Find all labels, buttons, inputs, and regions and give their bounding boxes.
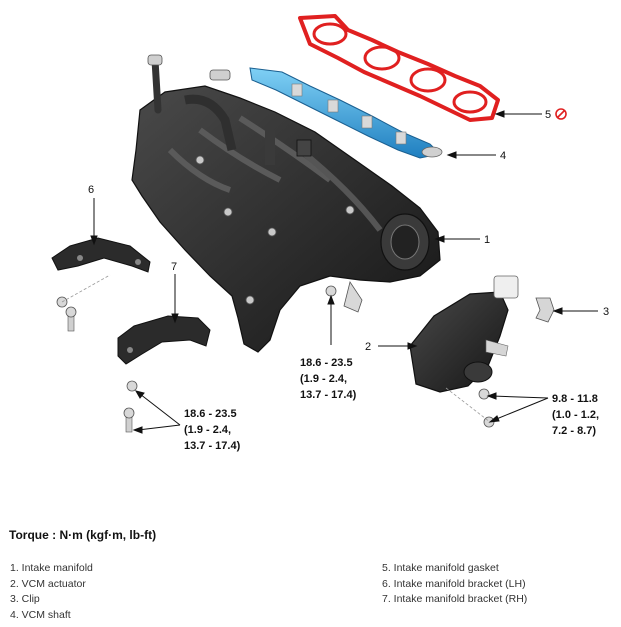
legend-item: 2. VCM actuator: [10, 577, 86, 590]
do-not-reuse-icon: [555, 108, 567, 120]
legend-item: 6. Intake manifold bracket (LH): [382, 577, 526, 590]
legend-item: 7. Intake manifold bracket (RH): [382, 593, 528, 605]
leader-lines: [90, 110, 598, 434]
callout-7: 7: [171, 261, 177, 273]
svg-text:18.6 - 23.5: 18.6 - 23.5: [184, 408, 237, 420]
clip: [535, 297, 555, 323]
intake-manifold-gasket: [298, 14, 500, 122]
callout-2: 2: [365, 341, 371, 353]
intake-manifold: [131, 54, 441, 353]
svg-text:7.2 - 8.7): 7.2 - 8.7): [552, 425, 596, 437]
svg-text:9.8 - 11.8: 9.8 - 11.8: [552, 393, 598, 405]
bolt-bracket-rh: [123, 380, 138, 433]
callout-6: 6: [88, 184, 94, 196]
bolt-bracket-lh: [56, 274, 111, 332]
parts-legend-left: 1. Intake manifold 2. VCM actuator 3. Cl…: [10, 561, 93, 623]
svg-text:(1.9 - 2.4,: (1.9 - 2.4,: [184, 424, 231, 436]
legend-item: 3. Clip: [10, 593, 40, 605]
bolt-manifold-center: [325, 285, 337, 297]
exploded-parts-diagram: 6 7 1 2 3 4 5 18.6 - 23.5 (1.9 - 2.4, 13…: [51, 14, 609, 452]
vcm-actuator: [409, 275, 519, 393]
legend-item: 5. Intake manifold gasket: [382, 562, 499, 574]
torque-spec-left: 18.6 - 23.5 (1.9 - 2.4, 13.7 - 17.4): [184, 408, 241, 452]
vcm-shaft: [249, 67, 443, 159]
callout-3: 3: [603, 306, 609, 318]
torque-spec-right: 9.8 - 11.8 (1.0 - 1.2, 7.2 - 8.7): [552, 393, 599, 437]
intake-manifold-bracket-rh: [117, 315, 211, 365]
svg-text:18.6 - 23.5: 18.6 - 23.5: [300, 357, 353, 369]
svg-text:(1.9 - 2.4,: (1.9 - 2.4,: [300, 373, 347, 385]
callout-4: 4: [500, 150, 506, 162]
svg-text:13.7 - 17.4): 13.7 - 17.4): [184, 440, 241, 452]
torque-heading: Torque : N·m (kgf·m, lb-ft): [9, 528, 157, 542]
intake-manifold-bracket-lh: [51, 237, 151, 273]
bolts-vcm-actuator: [445, 387, 495, 428]
legend-item: 4. VCM shaft: [10, 608, 71, 621]
legend-item: 1. Intake manifold: [10, 562, 93, 574]
callout-5: 5: [545, 109, 551, 121]
parts-legend-right: 5. Intake manifold gasket 6. Intake mani…: [382, 561, 527, 608]
callout-1: 1: [484, 234, 490, 246]
torque-spec-center: 18.6 - 23.5 (1.9 - 2.4, 13.7 - 17.4): [300, 357, 357, 401]
svg-text:13.7 - 17.4): 13.7 - 17.4): [300, 389, 357, 401]
svg-text:(1.0 - 1.2,: (1.0 - 1.2,: [552, 409, 599, 421]
